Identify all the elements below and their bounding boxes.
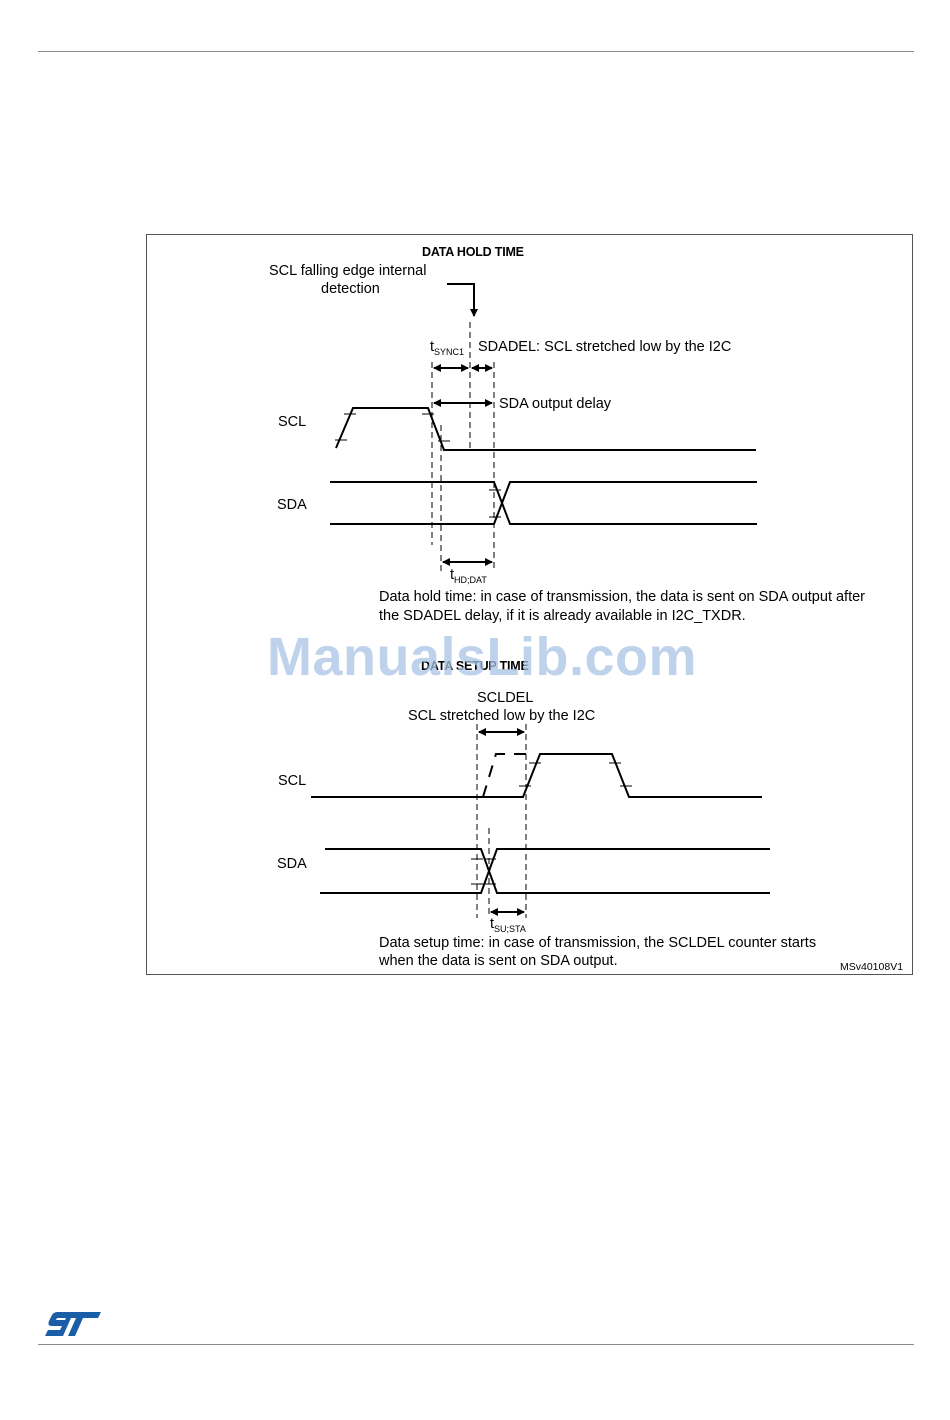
setup-scl-waveform bbox=[311, 753, 762, 798]
tsu-sta-label: tSU;STA bbox=[490, 916, 526, 934]
setup-scl-label: SCL bbox=[278, 773, 307, 789]
setup-caption-line2: when the data is sent on SDA output. bbox=[379, 953, 618, 969]
stretched-label: SCL stretched low by the I2C bbox=[408, 708, 596, 724]
scldel-label: SCLDEL bbox=[477, 690, 534, 706]
setup-sda-label: SDA bbox=[277, 856, 307, 872]
st-logo-icon bbox=[45, 1312, 101, 1336]
hold-sda-waveform-b bbox=[330, 481, 757, 525]
setup-scl-early-rise bbox=[482, 753, 531, 798]
thd-dat-label: tHD;DAT bbox=[450, 567, 487, 585]
watermark: ManualsLib.com bbox=[267, 627, 698, 687]
hold-sda-waveform-a bbox=[330, 481, 757, 525]
hold-sda-label: SDA bbox=[277, 497, 307, 513]
hold-heading: DATA HOLD TIME bbox=[422, 245, 524, 259]
setup-sda-waveform-a bbox=[325, 848, 770, 894]
detection-pointer-arrow bbox=[447, 283, 478, 317]
hold-caption-line2: the SDADEL delay, if it is already avail… bbox=[379, 608, 746, 624]
hold-scl-label: SCL bbox=[278, 414, 307, 430]
sdadel-label: SDADEL: SCL stretched low by the I2C bbox=[478, 339, 732, 355]
detect-label-line2: detection bbox=[321, 281, 380, 297]
setup-caption-line1: Data setup time: in case of transmission… bbox=[379, 935, 817, 951]
setup-sda-waveform-b bbox=[320, 848, 770, 894]
detect-label-line1: SCL falling edge internal bbox=[269, 263, 427, 279]
sda-output-delay-label: SDA output delay bbox=[499, 396, 612, 412]
hold-caption-line1: Data hold time: in case of transmission,… bbox=[379, 589, 866, 605]
timing-diagram-frame bbox=[146, 234, 913, 975]
hold-scl-waveform bbox=[335, 407, 756, 451]
footer-rule bbox=[38, 1344, 914, 1345]
tsync1-label: tSYNC1 bbox=[430, 339, 465, 357]
figure-id: MSv40108V1 bbox=[840, 961, 904, 973]
header-rule bbox=[38, 51, 914, 52]
setup-heading: DATA SETUP TIME bbox=[421, 659, 529, 673]
